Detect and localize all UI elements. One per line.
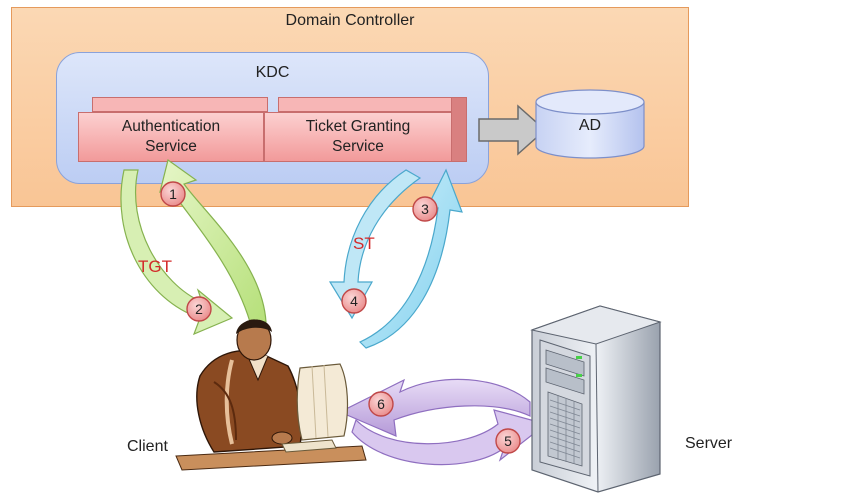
step-badge-2: 2 — [186, 296, 212, 322]
step-number-4: 4 — [350, 293, 358, 309]
authentication-service-top-face — [92, 97, 268, 112]
authentication-service: Authentication Service — [78, 112, 264, 162]
ad-cylinder — [535, 89, 645, 159]
ad-label: AD — [578, 117, 602, 134]
client-person-illustration — [175, 319, 367, 471]
step-number-5: 5 — [504, 433, 512, 449]
server-tower-illustration — [530, 305, 662, 493]
server-label: Server — [685, 435, 733, 452]
step-badge-1: 1 — [160, 181, 186, 207]
arrow-3 — [358, 168, 463, 349]
client-label: Client — [127, 438, 168, 455]
arrow-1 — [159, 158, 267, 323]
step-number-2: 2 — [195, 301, 203, 317]
step-badge-5: 5 — [495, 428, 521, 454]
st-label: ST — [353, 234, 375, 253]
ticket-granting-service-side-face — [451, 97, 467, 162]
kdc-to-ad-arrow — [478, 104, 547, 156]
arrow-2 — [120, 169, 234, 336]
step-number-1: 1 — [169, 186, 177, 202]
step-number-3: 3 — [421, 201, 429, 217]
domain-controller-title: Domain Controller — [285, 12, 415, 29]
step-badge-4: 4 — [341, 288, 367, 314]
kdc-title: KDC — [255, 64, 290, 81]
st-exchange-arrows — [328, 168, 463, 349]
tgt-label: TGT — [138, 257, 172, 276]
tgt-exchange-arrows — [120, 158, 267, 336]
step-badge-3: 3 — [412, 196, 438, 222]
step-badge-6: 6 — [368, 391, 394, 417]
step-number-6: 6 — [377, 396, 385, 412]
step-badges: 1 2 3 4 5 6 — [160, 181, 521, 454]
client-server-arrows — [338, 378, 548, 466]
ticket-granting-service: Ticket Granting Service — [264, 112, 452, 162]
